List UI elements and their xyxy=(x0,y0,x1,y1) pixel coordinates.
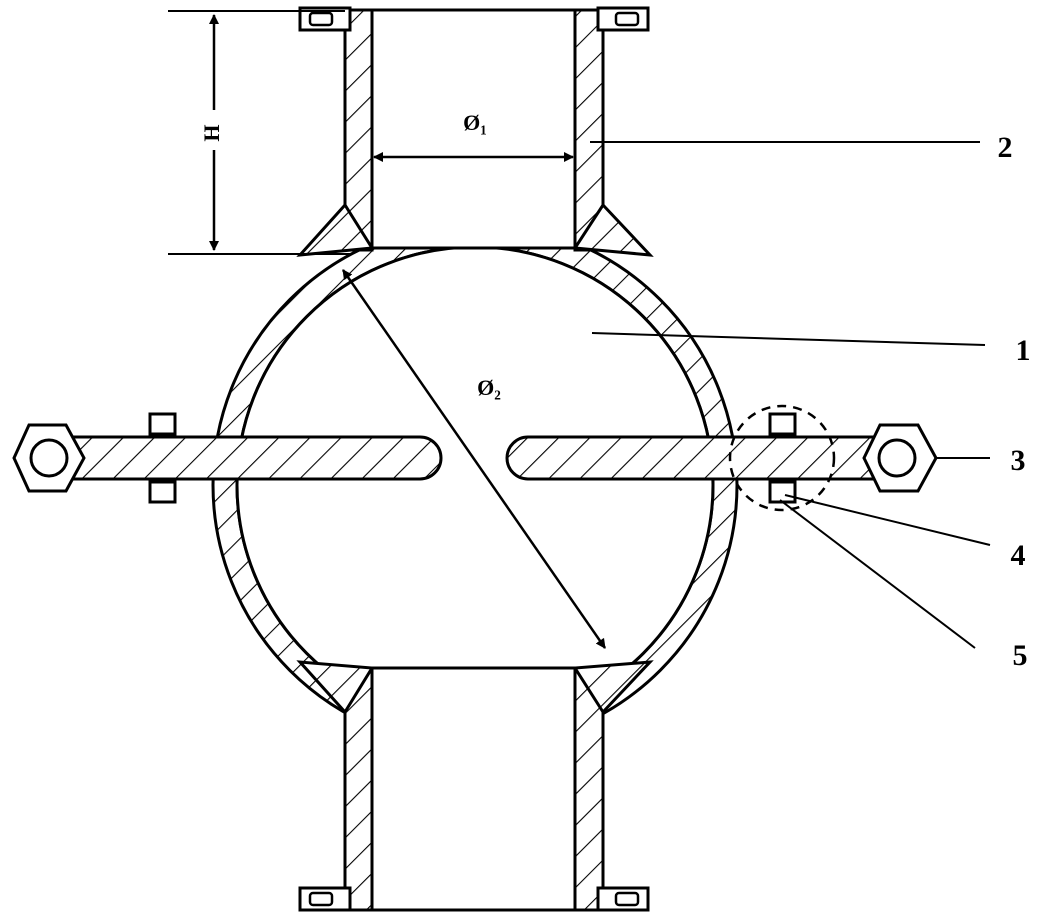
label-body: 1 xyxy=(1016,334,1031,367)
label-pipe: 2 xyxy=(998,131,1013,164)
sphere-diameter-label: Ø₂ xyxy=(477,375,501,400)
label-electrode: 3 xyxy=(1011,444,1026,477)
sphere-diameter-arrow xyxy=(341,269,607,649)
height-dimension xyxy=(168,10,350,255)
leader-lines xyxy=(590,141,991,649)
sphere-cavity xyxy=(235,245,715,725)
top-pipe xyxy=(296,6,654,257)
bottom-pipe xyxy=(296,660,654,912)
label-nut: 5 xyxy=(1013,639,1028,672)
height-label: H xyxy=(199,124,224,141)
pipe-diameter-label: Ø₁ xyxy=(463,110,487,135)
label-seal: 4 xyxy=(1011,539,1026,572)
detail-circle xyxy=(728,404,836,512)
